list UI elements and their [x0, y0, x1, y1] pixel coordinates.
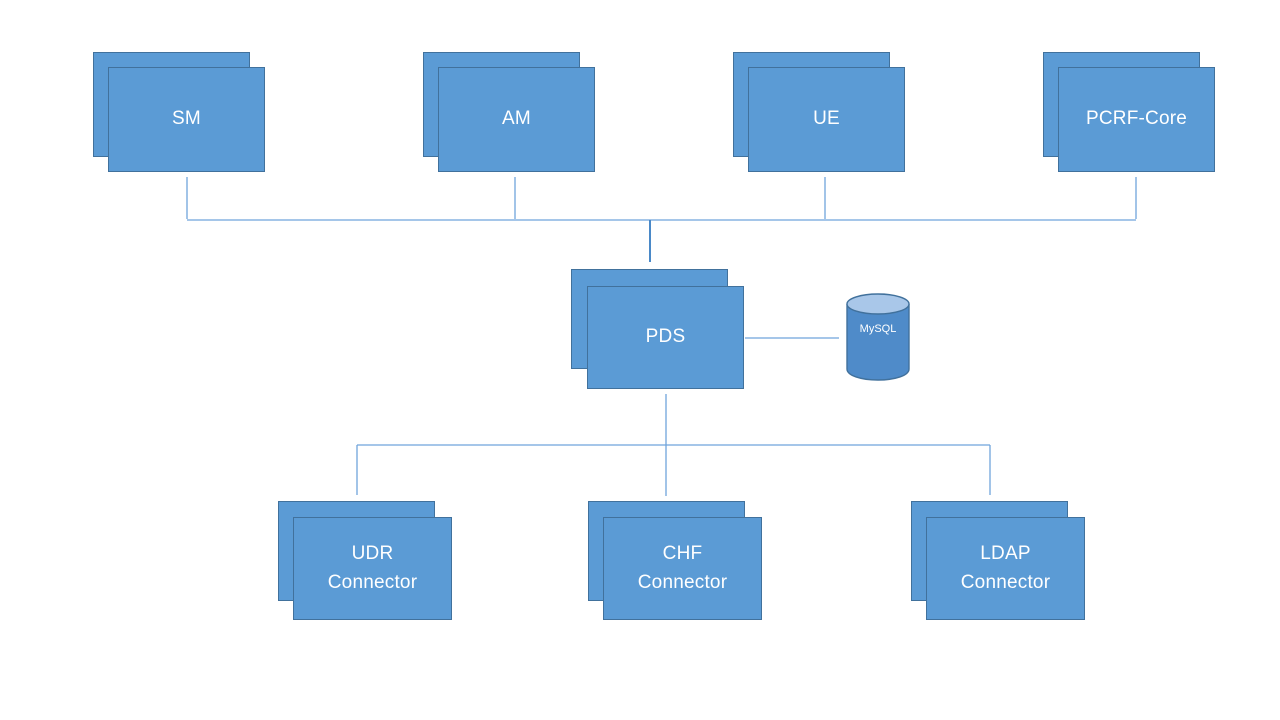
node-ue-front-shape: UE: [748, 67, 905, 172]
node-pcrf-core-label: PCRF-Core: [1085, 108, 1188, 130]
node-udr-front-shape: UDR Connector: [293, 517, 452, 620]
node-pds-front-shape: PDS: [587, 286, 744, 389]
database-cylinder-icon: [846, 293, 910, 381]
node-ldap-front-shape: LDAP Connector: [926, 517, 1085, 620]
node-ldap-label: LDAP Connector: [960, 543, 1051, 593]
node-am-front-shape: AM: [438, 67, 595, 172]
node-sm-front-shape: SM: [108, 67, 265, 172]
node-am-label: AM: [502, 108, 531, 130]
node-pcrf-core-front-shape: PCRF-Core: [1058, 67, 1215, 172]
node-mysql-database: MySQL: [846, 293, 910, 381]
node-sm-label: SM: [172, 108, 201, 130]
node-ue-label: UE: [813, 108, 840, 130]
node-chf-front-shape: CHF Connector: [603, 517, 762, 620]
node-mysql-label: MySQL: [859, 323, 897, 335]
node-pds-label: PDS: [645, 326, 686, 348]
node-chf-label: CHF Connector: [637, 543, 728, 593]
node-udr-label: UDR Connector: [327, 543, 418, 593]
